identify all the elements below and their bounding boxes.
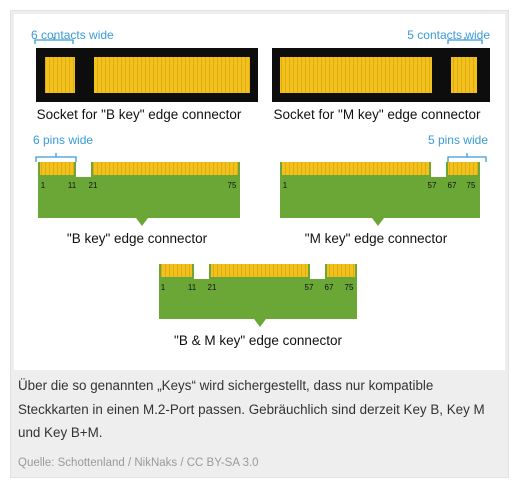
m-key-bracket-label: 5 pins wide <box>428 133 488 147</box>
bm-key-pins-1-11 <box>161 264 192 277</box>
b-key-pin-1: 1 <box>41 181 46 190</box>
figure-image: 6 contacts wide Socket for "B key" edge … <box>14 14 505 370</box>
b-socket-contacts-short <box>45 57 75 93</box>
b-key-pins-21-75 <box>93 162 238 175</box>
b-key-pins-1-11 <box>40 162 74 175</box>
b-socket: 6 contacts wide Socket for "B key" edge … <box>31 28 258 122</box>
b-socket-label: Socket for "B key" edge connector <box>37 107 242 122</box>
b-key-connector: 6 pins wide 1 11 21 75 "B key" edge conn… <box>33 133 240 246</box>
m-key-pins-1-57 <box>282 162 429 175</box>
m-key-pin-75: 75 <box>467 181 476 190</box>
m-socket-label: Socket for "M key" edge connector <box>274 107 481 122</box>
b-key-pin-11: 11 <box>68 181 77 190</box>
bm-key-pin-11: 11 <box>188 283 197 292</box>
m-key-pins-67-75 <box>448 162 478 175</box>
m2-keys-diagram: 6 contacts wide Socket for "B key" edge … <box>31 28 490 348</box>
bm-key-connector: 1 11 21 57 67 75 "B & M key" edge connec… <box>159 264 357 348</box>
m-socket-bracket-label: 5 contacts wide <box>407 28 490 42</box>
b-key-pcb <box>38 162 240 226</box>
m-key-connector: 5 pins wide 1 57 67 75 "M key" edge conn… <box>280 133 488 246</box>
b-key-bracket-label: 6 pins wide <box>33 133 93 147</box>
b-socket-contacts-long <box>94 57 250 93</box>
m-key-bracket <box>447 156 487 162</box>
b-key-pin-75: 75 <box>228 181 237 190</box>
image-caption: Über die so genannten „Keys“ wird sicher… <box>18 378 485 440</box>
bm-key-label: "B & M key" edge connector <box>174 333 342 348</box>
m-key-label: "M key" edge connector <box>305 231 448 246</box>
m-key-pin-57: 57 <box>428 181 437 190</box>
b-socket-bracket-label: 6 contacts wide <box>31 28 114 42</box>
bm-key-pins-21-57 <box>211 264 308 277</box>
image-source: Quelle: Schottenland / NikNaks / CC BY-S… <box>18 457 259 469</box>
b-key-label: "B key" edge connector <box>67 231 208 246</box>
b-key-bracket <box>35 156 77 162</box>
m-key-pcb <box>280 162 480 226</box>
m-key-pin-67: 67 <box>448 181 457 190</box>
bm-key-pins-67-75 <box>327 264 355 277</box>
bm-key-pcb <box>159 264 357 327</box>
bm-key-pin-75: 75 <box>345 283 354 292</box>
m-socket: 5 contacts wide Socket for "M key" edge … <box>272 28 490 122</box>
m-key-pin-1: 1 <box>283 181 288 190</box>
bm-key-pin-57: 57 <box>305 283 314 292</box>
b-key-pin-21: 21 <box>89 181 98 190</box>
bm-key-pin-67: 67 <box>325 283 334 292</box>
m-socket-contacts-long <box>280 57 432 93</box>
bm-key-pin-21: 21 <box>208 283 217 292</box>
bm-key-pin-1: 1 <box>161 283 166 292</box>
m-socket-contacts-short <box>451 57 477 93</box>
